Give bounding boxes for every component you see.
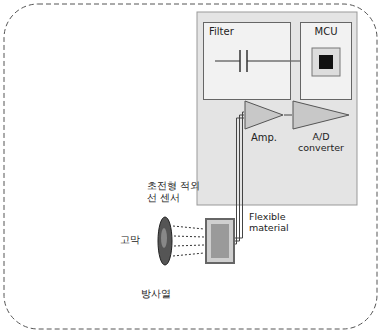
filter-ground — [203, 22, 291, 100]
radiation-label: 방사열 — [141, 288, 171, 300]
flexible-cable — [235, 112, 244, 244]
wire — [284, 115, 292, 116]
dashed-outline — [4, 4, 377, 329]
eardrum-shade — [161, 228, 167, 248]
capacitor-symbol — [215, 50, 291, 72]
sensor-box: 초전형 적외선 센서 — [205, 218, 235, 264]
cable-label: Flexible material — [249, 212, 309, 234]
component-box: MCU — [300, 22, 352, 100]
node-label: Amp. — [244, 132, 284, 144]
chip-icon — [312, 48, 340, 76]
eardrum — [158, 217, 172, 265]
triangle-outline — [292, 100, 350, 130]
wire — [291, 61, 300, 62]
amplifier-triangle: Amp. — [244, 100, 284, 144]
node-label: 초전형 적외선 센서 — [147, 180, 203, 203]
radiation-rays — [173, 226, 204, 256]
component-box: Filter — [203, 22, 291, 100]
device-panel — [197, 12, 357, 205]
sensor-element — [211, 224, 229, 258]
amplifier-triangle: A/D converter — [292, 100, 350, 154]
eardrum-label: 고막 — [120, 234, 140, 246]
node-label: Filter — [204, 23, 290, 41]
node-label: A/D converter — [292, 132, 350, 154]
node-label: MCU — [301, 23, 351, 41]
mcu-ground — [300, 22, 352, 100]
triangle-outline — [244, 100, 284, 130]
